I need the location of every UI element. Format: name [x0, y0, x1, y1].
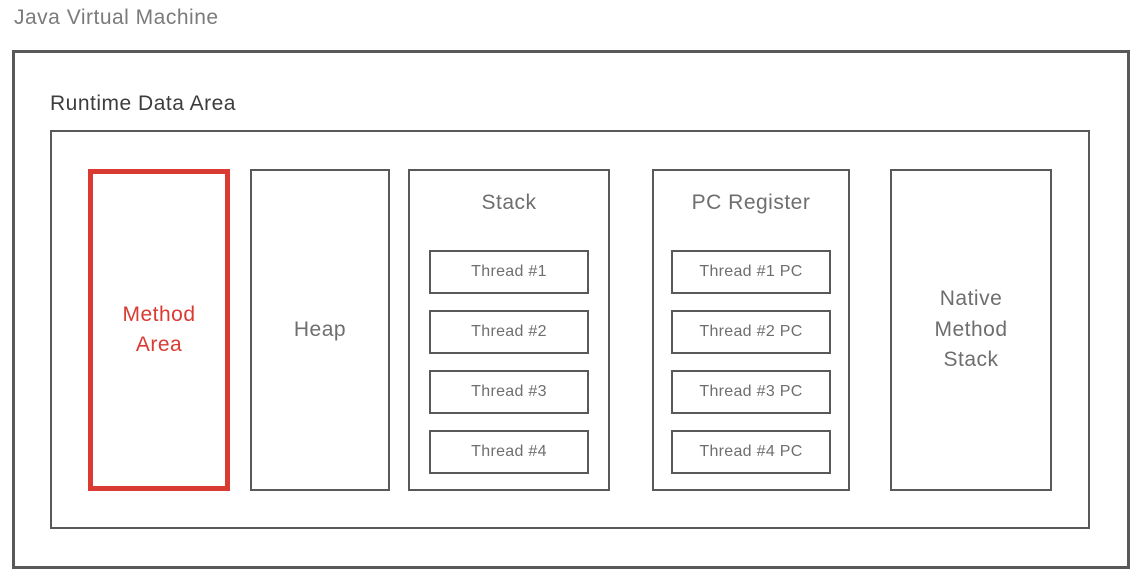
- pc-thread-3: Thread #3 PC: [671, 370, 831, 414]
- pc-register-thread-list: Thread #1 PC Thread #2 PC Thread #3 PC T…: [671, 250, 831, 474]
- pc-thread-4: Thread #4 PC: [671, 430, 831, 474]
- heap-box: Heap: [250, 169, 390, 491]
- stack-thread-list: Thread #1 Thread #2 Thread #3 Thread #4: [429, 250, 589, 474]
- native-method-stack-box: Native Method Stack: [890, 169, 1052, 491]
- diagram-title: Java Virtual Machine: [14, 6, 219, 29]
- stack-thread-2: Thread #2: [429, 310, 589, 354]
- runtime-data-area-box: Method Area Heap Stack Thread #1 Thread …: [50, 130, 1090, 529]
- heap-label: Heap: [293, 317, 347, 341]
- stack-box: Stack Thread #1 Thread #2 Thread #3 Thre…: [408, 169, 610, 491]
- pc-thread-1: Thread #1 PC: [671, 250, 831, 294]
- method-area-box: Method Area: [88, 169, 230, 491]
- stack-title: Stack: [481, 191, 537, 214]
- stack-thread-3: Thread #3: [429, 370, 589, 414]
- pc-thread-2: Thread #2 PC: [671, 310, 831, 354]
- runtime-data-area-label: Runtime Data Area: [50, 92, 236, 115]
- native-method-stack-label: Native Method Stack: [934, 287, 1008, 372]
- stack-thread-4: Thread #4: [429, 430, 589, 474]
- method-area-label: Method Area: [122, 302, 196, 356]
- pc-register-box: PC Register Thread #1 PC Thread #2 PC Th…: [652, 169, 850, 491]
- pc-register-title: PC Register: [691, 191, 811, 214]
- stack-thread-1: Thread #1: [429, 250, 589, 294]
